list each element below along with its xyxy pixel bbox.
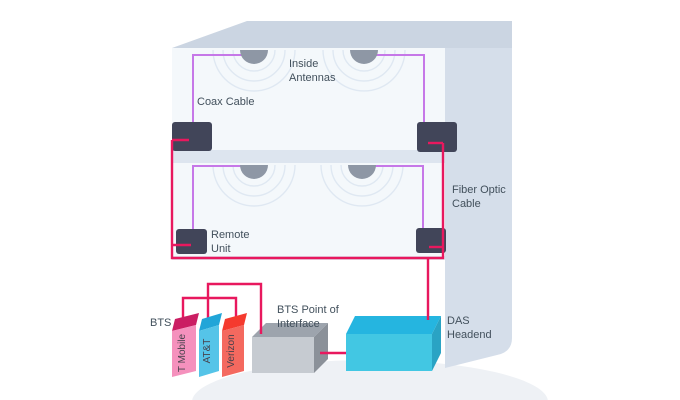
tower-tmobile [172, 313, 199, 377]
das-headend-label: DAS Headend [447, 315, 492, 342]
inside-antenna-icon [240, 50, 268, 64]
das-headend-side [432, 316, 441, 371]
remote-unit-box [417, 122, 457, 152]
inside-antennas [240, 50, 378, 179]
signal-arc [212, 164, 296, 207]
tower-tmobile-front [172, 325, 196, 377]
signal-arc [332, 49, 396, 82]
signal-arcs [212, 49, 406, 207]
tower-verizon [222, 313, 247, 377]
das-headend-top [346, 316, 441, 334]
bts-wire-a [181, 296, 238, 320]
fiber-optic-cable-label: Fiber Optic Cable [452, 184, 506, 211]
signal-arc [232, 49, 276, 72]
bts-poi-top [252, 323, 328, 337]
bts-poi-front [252, 337, 314, 373]
remote-unit-box [176, 229, 207, 254]
inside-antenna-icon [350, 50, 378, 64]
remote-unit-box [172, 122, 212, 151]
signal-arc [232, 164, 276, 187]
signal-arc [212, 49, 296, 92]
floor-slab [172, 150, 445, 163]
das-headend-front [346, 334, 432, 371]
signal-arc [342, 49, 386, 72]
signal-arc [322, 49, 406, 92]
inside-antenna-icon [348, 165, 376, 179]
fiber-optic-loop [170, 140, 445, 260]
floor-2-interior [172, 163, 445, 256]
remote-units [172, 122, 457, 254]
tower-verizon-front [222, 325, 244, 377]
bts-label: BTS [150, 317, 172, 329]
tower-att-front [199, 325, 219, 377]
building-side-wall [445, 48, 512, 368]
tower-att-cap [199, 313, 222, 331]
signal-arc [222, 164, 286, 197]
signal-arc [320, 164, 404, 207]
bts-towers [172, 313, 247, 377]
remote-unit-box [416, 228, 446, 253]
remote-unit-label: Remote Unit [211, 229, 250, 256]
coax-cable-label: Coax Cable [197, 96, 255, 108]
signal-arc [222, 49, 286, 82]
building-roof [172, 21, 512, 48]
signal-arc [330, 164, 394, 197]
das-headend-box [346, 316, 441, 371]
carrier-label-verizon: Verizon [226, 334, 237, 368]
tower-att [199, 313, 222, 377]
bts-wire-b [206, 282, 263, 334]
bts-poi-label: BTS Point of Interface [277, 304, 339, 331]
carrier-label-att: AT&T [202, 338, 213, 364]
signal-arc [340, 164, 384, 187]
fiber-optic-lines [170, 138, 445, 355]
inside-antennas-label: Inside Antennas [289, 58, 336, 85]
tower-verizon-cap [222, 313, 247, 331]
inside-antenna-icon [240, 165, 268, 179]
carrier-label-tmobile: T Mobile [177, 333, 188, 373]
bts-poi-side [314, 323, 328, 373]
tower-tmobile-cap [172, 313, 199, 331]
floor-1-interior [172, 48, 445, 150]
bts-poi-box [252, 323, 328, 373]
